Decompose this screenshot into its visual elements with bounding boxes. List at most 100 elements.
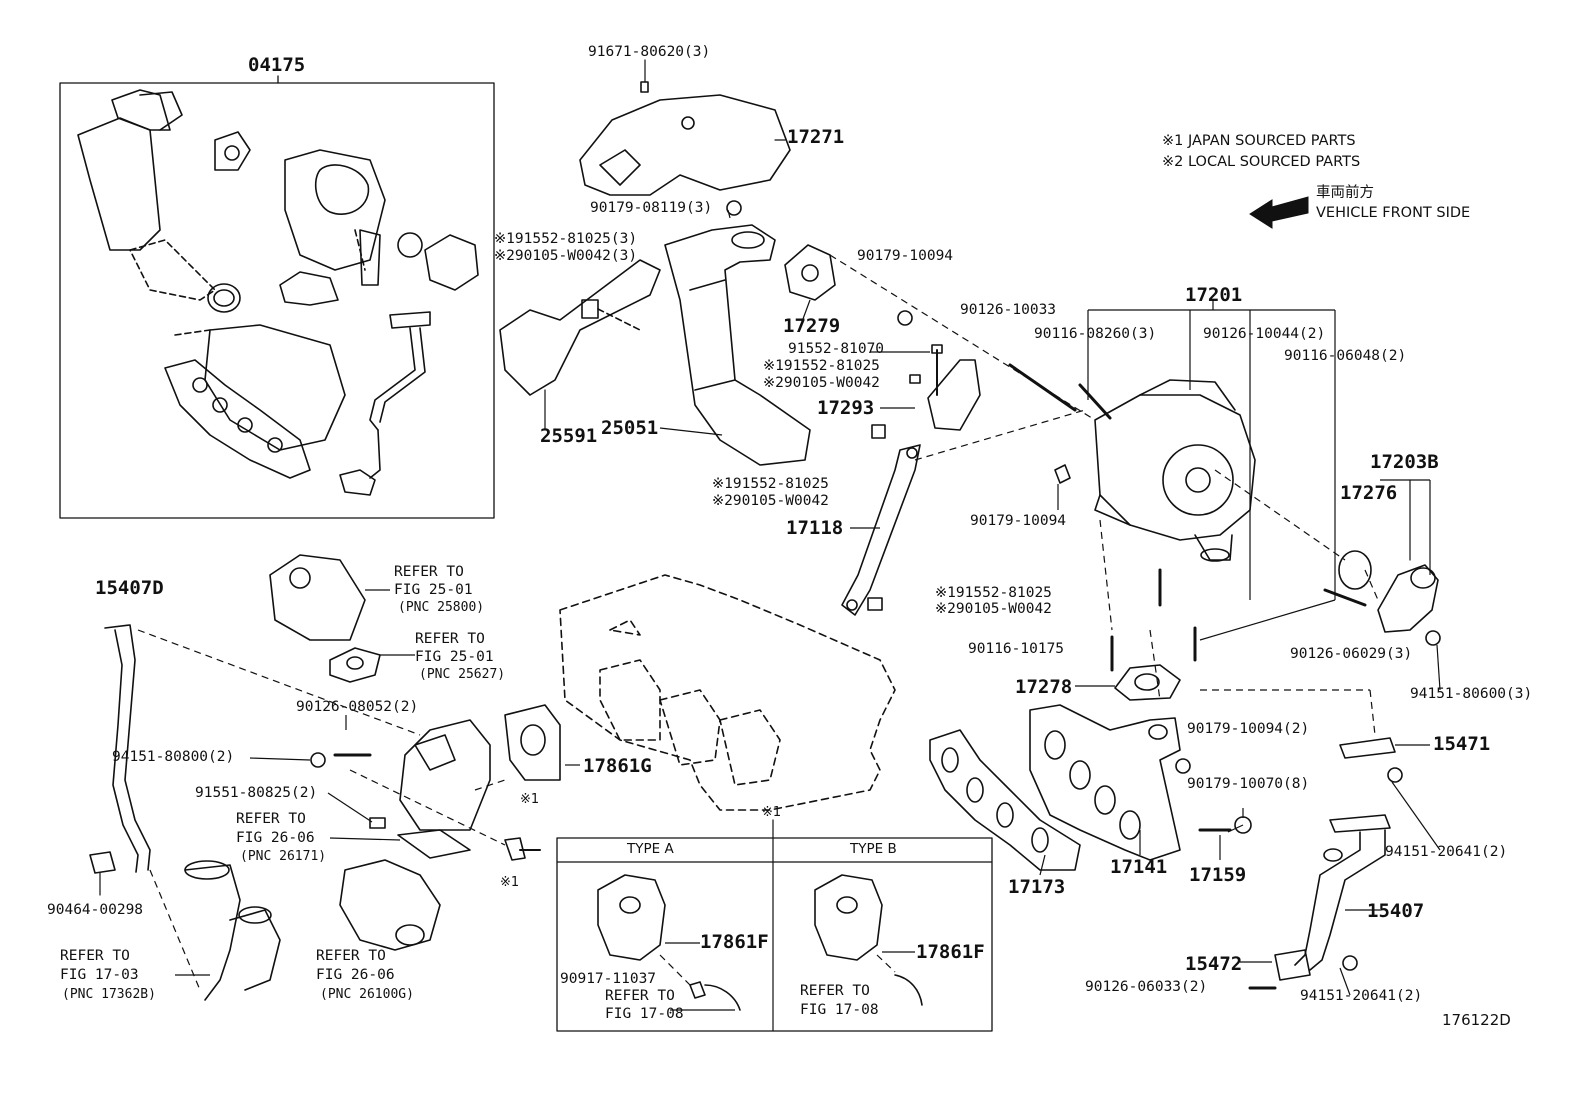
refer-3-line-2: FIG 26-06 (236, 830, 315, 846)
label-90126-06033: 90126-06033(2) (1085, 979, 1208, 995)
label-90116-06048: 90116-06048(2) (1284, 348, 1407, 364)
gasket-17278 (1114, 664, 1181, 701)
gasket-17173 (929, 729, 1081, 871)
label-90116-10175: 90116-10175 (968, 641, 1065, 657)
note-front-jp: 車両前方 (1316, 185, 1374, 201)
label-91552-81070: 91552-81070 (788, 341, 885, 357)
alignment-lines (137, 254, 1379, 991)
gasket-17279 (784, 244, 836, 301)
label-17861F-a: 17861F (700, 931, 769, 953)
note-front-en: VEHICLE FRONT SIDE (1316, 205, 1471, 221)
label-90126-10033: 90126-10033 (960, 302, 1057, 318)
gasket-15471 (1339, 737, 1396, 759)
label-15471: 15471 (1433, 733, 1491, 755)
label-17861G: 17861G (583, 755, 652, 777)
hose-15407D (104, 624, 151, 871)
inset-type-b: TYPE B (850, 841, 897, 857)
refer-4-line-1: REFER TO (60, 948, 130, 964)
label-91551-80825: 91551-80825(2) (195, 785, 318, 801)
refer-2-line-3: (PNC 25627) (419, 667, 506, 682)
label-90917-11037: 90917-11037 (560, 971, 657, 987)
inset-type-a: TYPE A (627, 841, 674, 857)
label-90126-10044: 90126-10044(2) (1203, 326, 1326, 342)
label-25051: 25051 (601, 417, 659, 439)
label-94151-80800: 94151-80800(2) (112, 749, 235, 765)
stay-17293 (927, 359, 981, 431)
note-japan-sourced: ※1 JAPAN SOURCED PARTS (1162, 133, 1356, 149)
exhaust-manifold (1029, 704, 1181, 861)
label-290105-d: ※290105-W0042 (935, 601, 1052, 617)
refer-4-line-3: (PNC 17362B) (62, 987, 156, 1002)
refer-5-line-2: FIG 26-06 (316, 967, 395, 983)
label-17278: 17278 (1015, 676, 1073, 698)
inset-box (556, 837, 993, 1032)
refer-1-line-1: REFER TO (394, 564, 464, 580)
label-90179-10094-b: 90179-10094 (970, 513, 1067, 529)
label-94151-80600: 94151-80600(3) (1410, 686, 1533, 702)
label-17159: 17159 (1189, 864, 1247, 886)
label-290105-a: ※290105-W0042(3) (494, 248, 638, 264)
refer-2-line-2: FIG 25-01 (415, 649, 494, 665)
refer-4-line-2: FIG 17-03 (60, 967, 139, 983)
refer-1-line-3: (PNC 25800) (398, 600, 485, 615)
refer-7-line-2: FIG 17-08 (800, 1002, 879, 1018)
gasket-15472 (1274, 949, 1311, 981)
label-191552-a: ※191552-81025(3) (494, 231, 638, 247)
label-90179-10094-c: 90179-10094(2) (1187, 721, 1310, 737)
label-17173: 17173 (1008, 876, 1066, 898)
label-04175: 04175 (248, 54, 306, 76)
oil-pipe-15407 (1294, 831, 1361, 966)
figure-id: 176122D (1442, 1011, 1511, 1029)
refer-6-line-2: FIG 17-08 (605, 1006, 684, 1022)
egr-part (399, 719, 491, 831)
refer-3-line-3: (PNC 26171) (240, 849, 327, 864)
inset-mark: ※1 (762, 805, 782, 820)
label-17293: 17293 (817, 397, 875, 419)
label-mark1-a: ※1 (520, 792, 540, 807)
stay-17118 (841, 444, 921, 616)
label-15407: 15407 (1367, 900, 1425, 922)
label-17203B: 17203B (1370, 451, 1439, 473)
label-17279: 17279 (783, 315, 841, 337)
label-90179-10070: 90179-10070(8) (1187, 776, 1310, 792)
label-17141: 17141 (1110, 856, 1168, 878)
outlet-17203B (1377, 564, 1439, 633)
refer-3-line-1: REFER TO (236, 811, 306, 827)
refer-5-line-1: REFER TO (316, 948, 386, 964)
label-191552-d: ※191552-81025 (935, 585, 1052, 601)
label-17201: 17201 (1185, 284, 1243, 306)
refer-6-line-1: REFER TO (605, 988, 675, 1004)
bracket-25591 (499, 259, 661, 396)
refer-2-line-1: REFER TO (415, 631, 485, 647)
label-17118: 17118 (786, 517, 844, 539)
label-90116-08260: 90116-08260(3) (1034, 326, 1157, 342)
kit-box (59, 82, 495, 519)
label-290105-b: ※290105-W0042 (763, 375, 880, 391)
label-15407D: 15407D (95, 577, 164, 599)
label-mark1-b: ※1 (500, 875, 520, 890)
label-94151-20641-a: 94151-20641(2) (1385, 844, 1508, 860)
kit-contents (77, 89, 479, 496)
label-25591: 25591 (540, 425, 598, 447)
label-191552-b: ※191552-81025 (763, 358, 880, 374)
gasket-17276 (1338, 550, 1372, 590)
catalytic-converter (664, 224, 811, 466)
gasket-17861G (504, 704, 561, 781)
label-290105-c: ※290105-W0042 (712, 493, 829, 509)
heat-insulator (579, 94, 791, 196)
label-17861F-b: 17861F (916, 941, 985, 963)
label-17276: 17276 (1340, 482, 1398, 504)
label-15472: 15472 (1185, 953, 1243, 975)
label-90179-10094-a: 90179-10094 (857, 248, 954, 264)
label-91671-80620: 91671-80620(3) (588, 44, 711, 60)
label-90179-08119: 90179-08119(3) (590, 200, 713, 216)
refer-5-line-3: (PNC 26100G) (320, 987, 414, 1002)
label-90464-00298: 90464-00298 (47, 902, 144, 918)
refer-1-line-2: FIG 25-01 (394, 582, 473, 598)
refer-7-line-1: REFER TO (800, 983, 870, 999)
vehicle-front-arrow (1249, 196, 1309, 229)
label-17271: 17271 (787, 126, 845, 148)
label-94151-20641-b: 94151-20641(2) (1300, 988, 1423, 1004)
cylinder-head-block (559, 574, 896, 811)
